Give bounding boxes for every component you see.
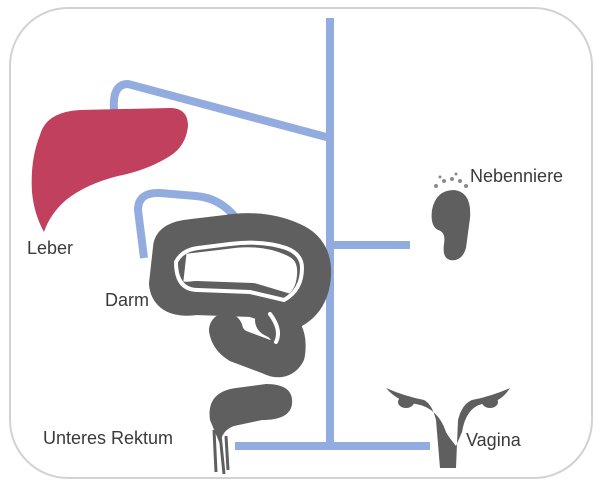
kidney-adrenal-icon bbox=[432, 173, 471, 261]
colon-icon bbox=[166, 230, 314, 360]
label-bowel: Darm bbox=[105, 290, 149, 311]
uterus-icon bbox=[386, 388, 510, 468]
liver-icon bbox=[32, 108, 188, 232]
label-rectum: Unteres Rektum bbox=[43, 428, 173, 449]
label-adrenal: Nebenniere bbox=[470, 166, 563, 187]
rectum-icon bbox=[210, 384, 293, 474]
label-vagina: Vagina bbox=[466, 430, 521, 451]
label-liver: Leber bbox=[27, 238, 73, 259]
